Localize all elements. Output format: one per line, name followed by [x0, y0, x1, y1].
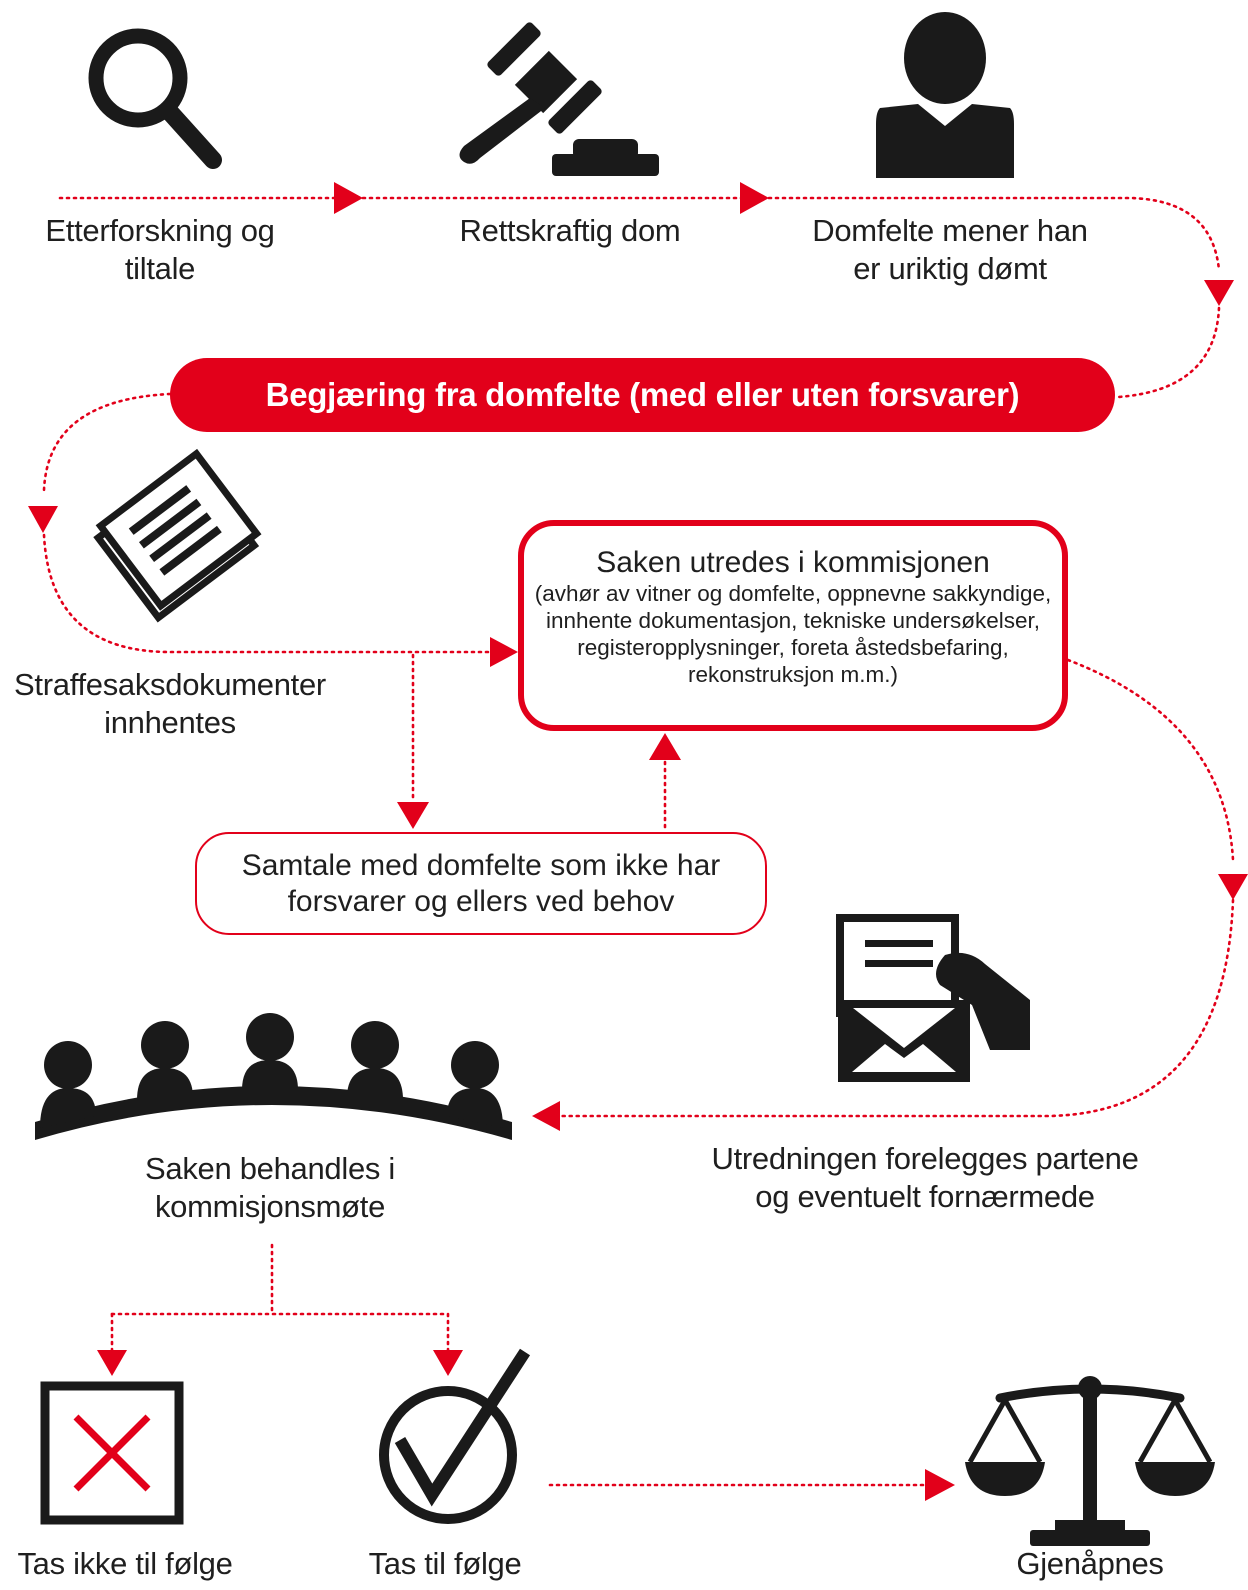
documents-icon [93, 448, 262, 623]
audience-icon [35, 1013, 512, 1140]
commission-box: Saken utredes i kommisjonen (avhør av vi… [518, 520, 1068, 731]
presented-label: Utredningen forelegges partene og eventu… [711, 1141, 1139, 1214]
outcome-accepted: Tas til følge [368, 1546, 522, 1581]
scales-icon [965, 1376, 1215, 1546]
request-banner: Begjæring fra domfelte (med eller uten f… [170, 358, 1115, 432]
step-convicted-claims: Domfelte mener han er uriktig dømt [812, 213, 1088, 286]
outcome-reopened: Gjenåpnes [1016, 1546, 1164, 1581]
step-verdict: Rettskraftig dom [459, 213, 681, 248]
gavel-icon [459, 22, 659, 176]
commission-title: Saken utredes i kommisjonen [596, 546, 990, 579]
meeting-label: Saken behandles i kommisjonsmøte [145, 1151, 395, 1224]
commission-details: (avhør av vitner og domfelte, oppnevne s… [534, 581, 1052, 687]
conversation-box: Samtale med domfelte som ikke har forsva… [195, 832, 767, 935]
rejected-box-icon [40, 1381, 184, 1525]
documents-label: Straffesaksdokumenter innhentes [14, 667, 326, 740]
outcome-rejected: Tas ikke til følge [17, 1546, 233, 1581]
letter-icon [836, 914, 1030, 1082]
person-icon [876, 12, 1014, 178]
connectors [28, 182, 1248, 1501]
step-investigation: Etterforskning og tiltale [45, 213, 275, 286]
check-circle-icon [379, 1348, 531, 1524]
magnifier-icon [88, 28, 222, 169]
